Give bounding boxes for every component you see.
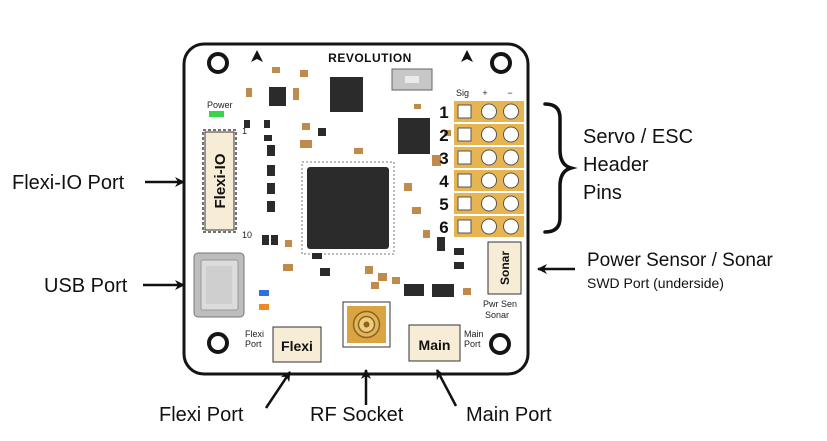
chip-small-left — [269, 87, 286, 106]
swd-port-label: SWD Port (underside) — [587, 275, 724, 291]
usb-port-label: USB Port — [44, 275, 128, 297]
servo-pin-row — [454, 124, 524, 145]
pin-number: 2 — [439, 126, 448, 145]
servo-header — [454, 101, 524, 237]
power-sensor-label: Power Sensor / Sonar — [587, 250, 774, 271]
flexi-port-small-1: Flexi — [245, 329, 264, 339]
sonar-connector: Sonar — [487, 241, 522, 295]
servo-pin-row — [454, 101, 524, 122]
flexi-port-small-2: Port — [245, 339, 262, 349]
flexi-io-connector-label: Flexi-IO — [212, 153, 229, 208]
main-port-arrow — [435, 369, 458, 407]
flexi-port-label: Flexi Port — [159, 404, 244, 426]
main-port-small-1: Main — [464, 329, 484, 339]
flexi-io-pin-last: 10 — [242, 230, 252, 240]
led-blue — [259, 290, 269, 296]
flexi-connector-label: Flexi — [281, 338, 313, 354]
led-orange — [259, 304, 269, 310]
main-connector-label: Main — [419, 337, 451, 353]
pin-number: 5 — [439, 195, 448, 214]
servo-pin-row — [454, 147, 524, 168]
mounting-hole-bl — [207, 332, 229, 354]
flexi-io-pin-first: 1 — [242, 126, 247, 136]
mounting-hole-tl — [207, 52, 229, 74]
plus-label: + — [482, 88, 487, 98]
sonar-small-label: Sonar — [485, 310, 509, 320]
rf-socket — [342, 301, 391, 348]
main-port-label: Main Port — [466, 404, 552, 426]
mounting-hole-br — [489, 333, 511, 355]
usb-port — [193, 252, 245, 318]
mounting-hole-tr — [490, 52, 512, 74]
chip-top — [330, 77, 363, 112]
servo-pin-row — [454, 216, 524, 237]
main-connector: Main — [408, 324, 461, 362]
pin-number: 6 — [439, 218, 448, 237]
pin-number: 4 — [439, 172, 449, 191]
crystal-inner — [405, 76, 419, 83]
sig-label: Sig — [456, 88, 469, 98]
main-port-small-2: Port — [464, 339, 481, 349]
orientation-arrow-left-icon — [251, 50, 263, 62]
pin-number: 3 — [439, 149, 448, 168]
servo-label-line2: Header — [583, 154, 649, 176]
brand-text: REVOLUTION — [328, 51, 412, 65]
servo-pin-row — [454, 170, 524, 191]
rf-socket-label: RF Socket — [310, 404, 404, 426]
main-mcu — [301, 161, 395, 255]
power-led-label: Power — [207, 100, 233, 110]
servo-label-line3: Pins — [583, 182, 622, 204]
flexi-port-arrow — [264, 371, 292, 409]
minus-label: − — [507, 88, 512, 98]
mounting-holes — [207, 52, 512, 355]
flexi-io-port-label: Flexi-IO Port — [12, 172, 125, 194]
flexi-io-connector: Flexi-IO — [202, 129, 237, 233]
power-led — [209, 111, 224, 117]
servo-label-line1: Servo / ESC — [583, 126, 693, 148]
chip-right — [398, 118, 430, 154]
pin-number: 1 — [439, 103, 448, 122]
pwr-sen-label: Pwr Sen — [483, 299, 517, 309]
servo-pin-row — [454, 193, 524, 214]
smd-components — [244, 67, 471, 297]
sonar-connector-label: Sonar — [498, 251, 512, 285]
servo-bracket — [543, 102, 578, 234]
orientation-arrow-right-icon — [461, 50, 473, 62]
flexi-connector: Flexi — [272, 326, 322, 363]
